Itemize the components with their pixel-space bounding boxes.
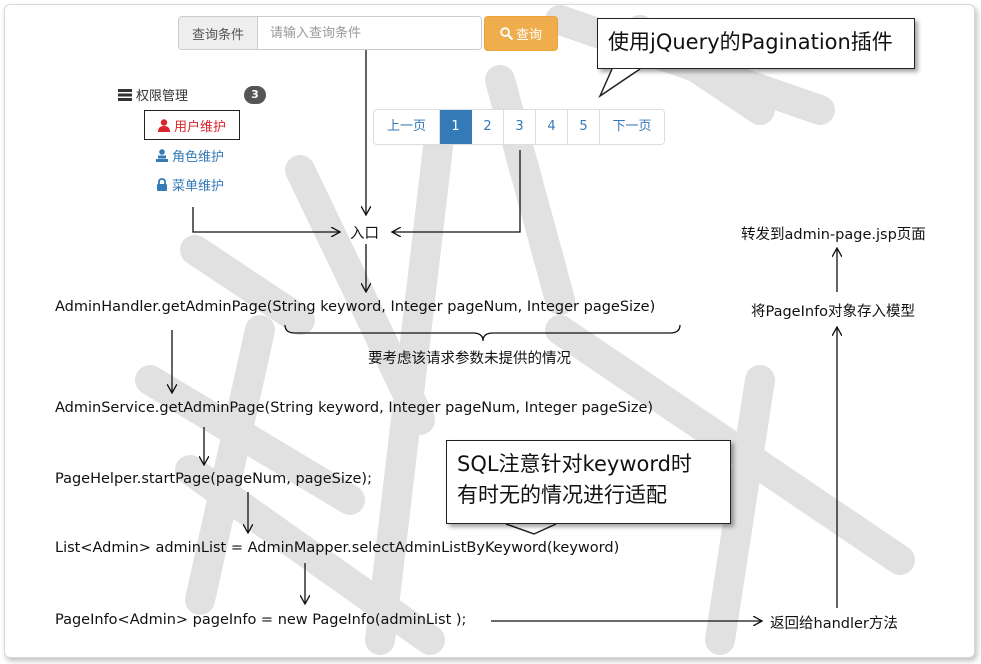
page-2-button[interactable]: 2 <box>472 110 504 144</box>
search-button[interactable]: 查询 <box>484 16 558 51</box>
menu-item-users[interactable]: 用户维护 <box>144 110 240 140</box>
prev-page-button[interactable]: 上一页 <box>374 110 440 144</box>
return-to-handler-label: 返回给handler方法 <box>770 616 898 632</box>
role-icon <box>156 149 168 162</box>
page-helper-call: PageHelper.startPage(pageNum, pageSize); <box>55 471 372 487</box>
page-4-button[interactable]: 4 <box>536 110 568 144</box>
menu-title: 权限管理 <box>136 89 189 104</box>
user-icon <box>157 118 170 132</box>
next-page-button[interactable]: 下一页 <box>600 110 664 144</box>
param-note: 要考虑该请求参数未提供的情况 <box>368 351 571 367</box>
entry-label: 入口 <box>350 226 379 242</box>
menu-item-label: 角色维护 <box>172 150 225 165</box>
arrow-menu-to-entry <box>192 207 340 232</box>
menu-item-label: 菜单维护 <box>172 179 225 194</box>
search-icon <box>500 27 513 40</box>
page-5-button[interactable]: 5 <box>568 110 600 144</box>
lock-icon <box>157 178 167 191</box>
sql-callout-pointer <box>505 523 557 535</box>
pageinfo-statement: PageInfo<Admin> pageInfo = new PageInfo(… <box>55 612 467 628</box>
pagination-plugin-callout: 使用jQuery的Pagination插件 <box>597 18 915 69</box>
sql-callout-line-1: SQL注意针对keyword时 <box>457 452 692 476</box>
menu-item-roles[interactable]: 角色维护 <box>156 146 224 165</box>
store-model-label: 将PageInfo对象存入模型 <box>751 304 916 320</box>
search-group: 查询条件 <box>178 16 482 50</box>
mapper-call: List<Admin> adminList = AdminMapper.sele… <box>55 540 620 556</box>
search-input[interactable] <box>258 17 481 49</box>
list-icon <box>118 88 132 101</box>
param-brace <box>284 324 681 342</box>
sql-adaptation-callout: SQL注意针对keyword时 有时无的情况进行适配 <box>446 440 731 524</box>
service-signature: AdminService.getAdminPage(String keyword… <box>55 400 654 416</box>
sql-callout-line-2: 有时无的情况进行适配 <box>457 483 667 507</box>
arrow-pagination-to-entry <box>392 150 521 232</box>
search-button-label: 查询 <box>515 28 542 43</box>
menu-count-badge: 3 <box>244 86 266 104</box>
menu-item-label: 用户维护 <box>173 119 226 135</box>
page-3-button[interactable]: 3 <box>504 110 536 144</box>
search-condition-label: 查询条件 <box>179 17 258 49</box>
menu-header[interactable]: 权限管理 <box>118 85 188 104</box>
plugin-callout-pointer <box>598 68 641 99</box>
pagination-plugin-callout-text: 使用jQuery的Pagination插件 <box>608 30 893 54</box>
pagination: 上一页 1 2 3 4 5 下一页 <box>373 109 665 145</box>
permission-menu: 权限管理 3 用户维护 角色维护 菜单维护 <box>112 82 272 200</box>
page-1-button[interactable]: 1 <box>440 110 472 144</box>
handler-signature: AdminHandler.getAdminPage(String keyword… <box>55 299 656 315</box>
forward-page-label: 转发到admin-page.jsp页面 <box>741 227 926 243</box>
menu-item-menus[interactable]: 菜单维护 <box>156 175 224 194</box>
